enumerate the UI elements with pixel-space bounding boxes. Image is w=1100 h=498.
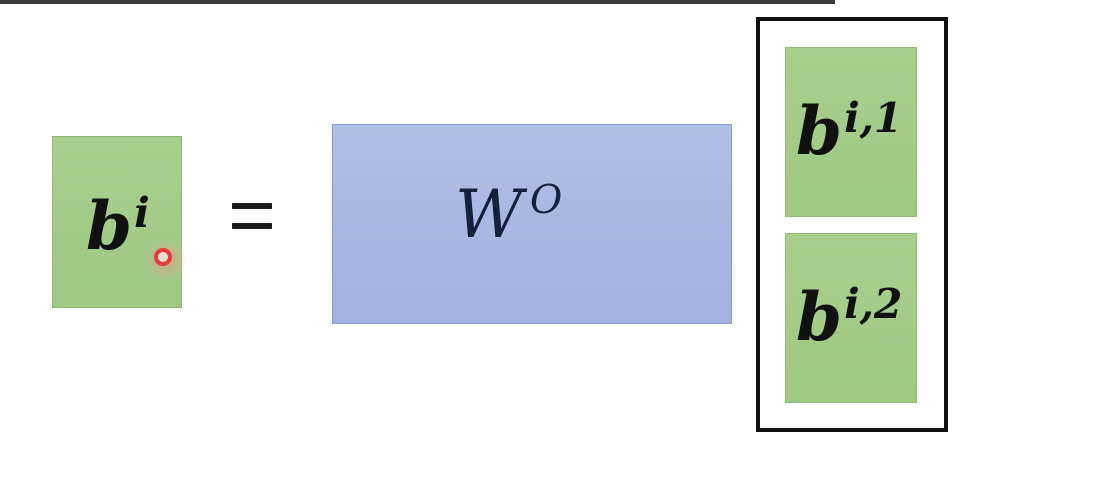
wo-matrix-box <box>332 124 732 324</box>
bi1-superscript: i,1 <box>844 93 903 142</box>
wo-base: W <box>455 176 524 253</box>
bi2-vector-box <box>785 233 917 403</box>
pointer-cursor-icon <box>146 240 186 280</box>
bi2-label: bi,2 <box>796 283 902 350</box>
top-divider <box>0 0 835 4</box>
bi2-superscript: i,2 <box>844 279 903 328</box>
equals-sign <box>232 203 272 243</box>
bi1-base: b <box>796 92 843 170</box>
bi-base: b <box>86 187 133 265</box>
equals-bar-bottom <box>232 223 272 229</box>
bi1-vector-box <box>785 47 917 217</box>
bi-label: bi <box>86 192 150 259</box>
bi-vector-box <box>52 136 182 308</box>
bi-superscript: i <box>134 188 150 237</box>
bi2-base: b <box>796 278 843 356</box>
wo-superscript: O <box>529 177 564 224</box>
stacked-vector-frame <box>756 17 948 432</box>
bi1-label: bi,1 <box>796 97 902 164</box>
equals-bar-top <box>232 203 272 209</box>
